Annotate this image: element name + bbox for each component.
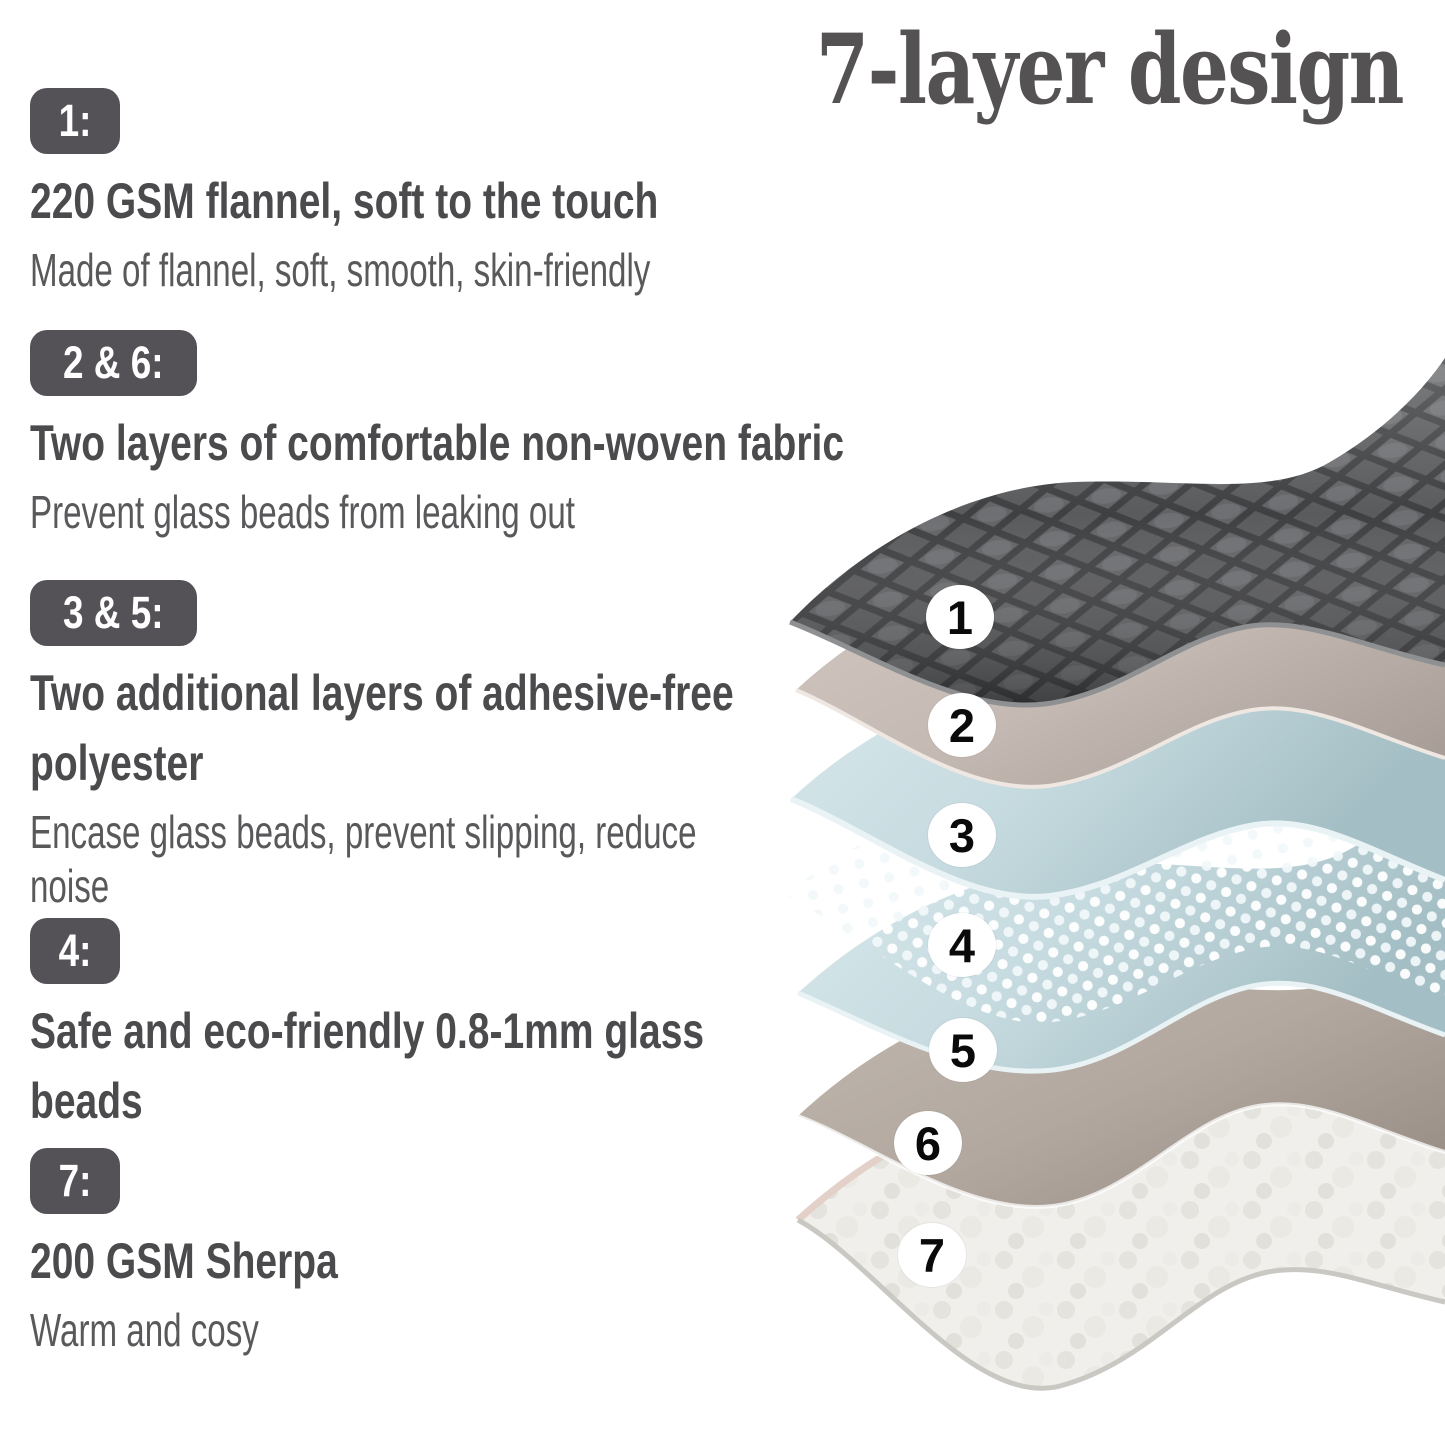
layer-heading-7: 200 GSM Sherpa — [30, 1233, 338, 1289]
page-title: 7-layer design — [815, 13, 1405, 126]
layer-badge-2-6: 2 & 6: — [30, 330, 197, 396]
layer-marker-6: 6 — [894, 1111, 962, 1175]
layer-heading-1: 220 GSM flannel, soft to the touch — [30, 173, 659, 229]
layer-heading-2-6: Two layers of comfortable non-woven fabr… — [30, 415, 845, 471]
layer-marker-3: 3 — [928, 803, 996, 867]
layer-marker-2: 2 — [928, 693, 996, 757]
layer-badge-3-5: 3 & 5: — [30, 580, 197, 646]
layer-badge-3-5-label: 3 & 5: — [63, 587, 164, 638]
layer-marker-7: 7 — [898, 1223, 966, 1287]
layer-description-7: Warm and cosy — [30, 1304, 259, 1356]
layer-badge-2-6-label: 2 & 6: — [63, 337, 164, 388]
layer-note-1: 1: 220 GSM flannel, soft to the touch Ma… — [30, 88, 890, 298]
layer-badge-4-label: 4: — [58, 925, 92, 976]
layer-badge-7: 7: — [30, 1148, 120, 1214]
layer-heading-3-5: Two additional layers of adhesive-free p… — [30, 665, 734, 791]
layer-note-7: 7: 200 GSM Sherpa Warm and cosy — [30, 1148, 890, 1358]
layer-note-3-5: 3 & 5: Two additional layers of adhesive… — [30, 580, 890, 914]
layer-marker-1: 1 — [926, 585, 994, 649]
layer-badge-7-label: 7: — [58, 1155, 92, 1206]
layer-badge-4: 4: — [30, 918, 120, 984]
layer-marker-4: 4 — [928, 913, 996, 977]
layer-description-2-6: Prevent glass beads from leaking out — [30, 486, 575, 538]
layer-description-1: Made of flannel, soft, smooth, skin-frie… — [30, 244, 651, 296]
layer-badge-1-label: 1: — [58, 95, 92, 146]
layer-note-2-6: 2 & 6: Two layers of comfortable non-wov… — [30, 330, 890, 540]
layer-note-4: 4: Safe and eco-friendly 0.8-1mm glass b… — [30, 918, 890, 1144]
layer-badge-1: 1: — [30, 88, 120, 154]
layer-marker-5: 5 — [929, 1018, 997, 1082]
layer-description-3-5: Encase glass beads, prevent slipping, re… — [30, 806, 697, 912]
layer-heading-4: Safe and eco-friendly 0.8-1mm glass bead… — [30, 1003, 705, 1129]
